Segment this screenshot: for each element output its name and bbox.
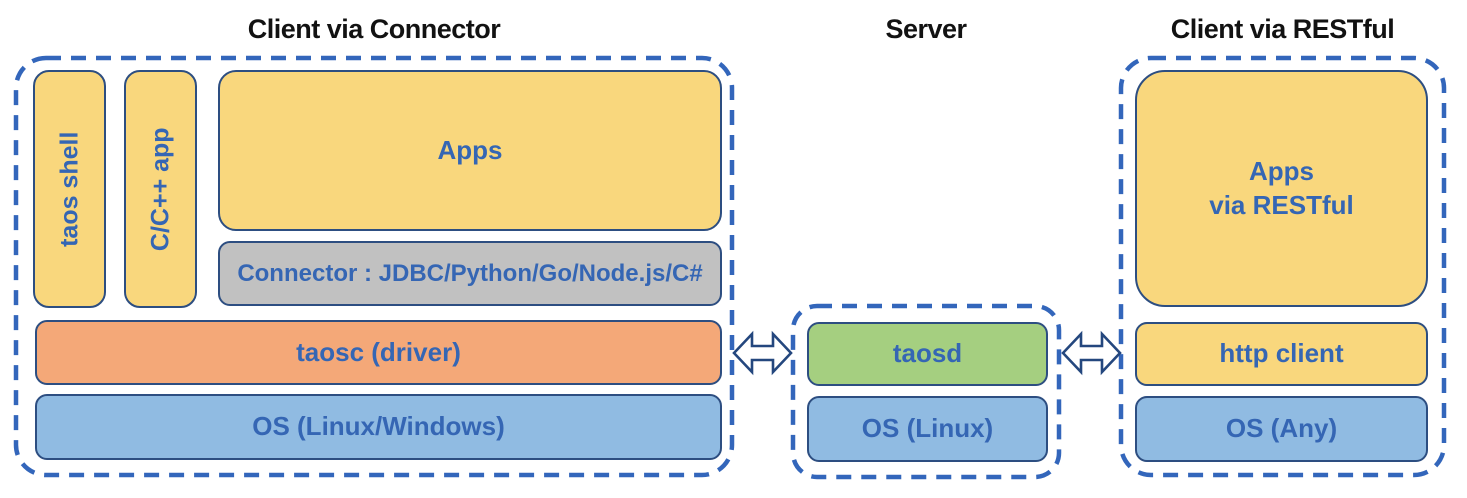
box-taos-shell-label: taos shell: [55, 131, 84, 247]
box-os-linux-label: OS (Linux): [861, 413, 994, 444]
box-taosd: taosd: [807, 322, 1048, 386]
box-cpp-app: C/C++ app: [124, 70, 197, 308]
client-restful-group-border: [1118, 55, 1447, 478]
client-connector-group-border: [13, 55, 735, 478]
box-taosc-driver-label: taosc (driver): [296, 336, 461, 367]
box-connector-label: Connector : JDBC/Python/Go/Node.js/C#: [237, 259, 703, 287]
box-apps-via-restful: Apps via RESTful: [1135, 70, 1428, 307]
section-title-client-restful: Client via RESTful: [1170, 14, 1395, 44]
box-cpp-app-label: C/C++ app: [146, 127, 175, 251]
connector-server-arrow-icon: [732, 330, 793, 376]
section-title-server: Server: [885, 14, 967, 44]
box-os-any: OS (Any): [1135, 396, 1428, 462]
box-taos-shell: taos shell: [33, 70, 106, 308]
apps-via-restful-line2: via RESTful: [1209, 189, 1354, 220]
server-group-border: [790, 303, 1062, 480]
box-apps-label: Apps: [437, 134, 503, 165]
box-apps-via-restful-label: Apps via RESTful: [1209, 155, 1353, 223]
box-http-client: http client: [1135, 322, 1428, 386]
box-os-linux: OS (Linux): [807, 396, 1048, 462]
box-os-linux-windows: OS (Linux/Windows): [35, 394, 722, 460]
box-taosc-driver: taosc (driver): [35, 320, 722, 385]
box-taosd-label: taosd: [892, 338, 963, 369]
server-restful-arrow-icon: [1061, 330, 1122, 376]
box-apps: Apps: [218, 70, 722, 231]
box-connector: Connector : JDBC/Python/Go/Node.js/C#: [218, 241, 722, 306]
box-os-any-label: OS (Any): [1225, 413, 1338, 444]
box-os-linux-windows-label: OS (Linux/Windows): [252, 411, 505, 442]
section-title-client-connector: Client via Connector: [247, 14, 501, 44]
box-http-client-label: http client: [1219, 338, 1344, 369]
apps-via-restful-line1: Apps: [1248, 155, 1314, 186]
